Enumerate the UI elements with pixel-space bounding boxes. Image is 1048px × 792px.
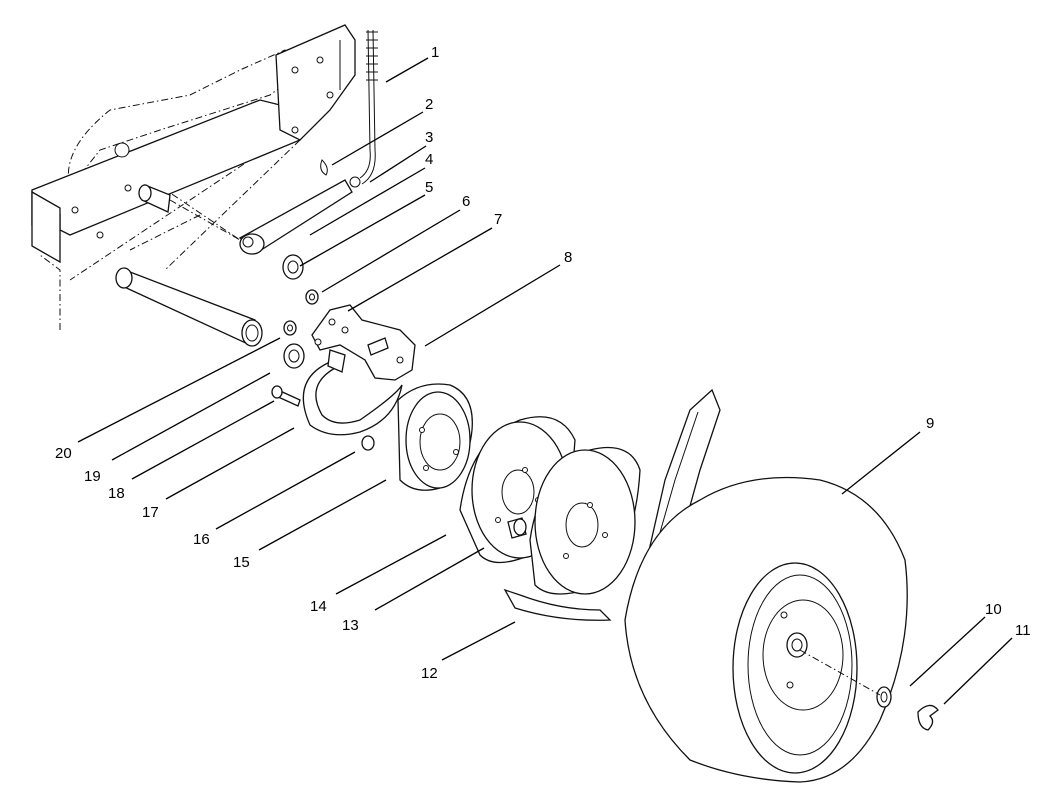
leader-16 bbox=[215, 451, 356, 530]
brake-bracket bbox=[311, 304, 416, 381]
leader-20 bbox=[77, 337, 281, 443]
leader-12 bbox=[441, 621, 516, 661]
callout-14: 14 bbox=[310, 598, 327, 615]
cotter-pin bbox=[320, 159, 328, 176]
leader-18 bbox=[131, 400, 275, 480]
leader-8 bbox=[424, 264, 561, 347]
pivot-bushing bbox=[138, 184, 241, 241]
small-fasteners bbox=[283, 289, 375, 451]
callout-11: 11 bbox=[1015, 622, 1031, 639]
callout-2: 2 bbox=[425, 96, 433, 113]
callout-17: 17 bbox=[142, 504, 159, 521]
callout-3: 3 bbox=[425, 129, 433, 146]
frame-phantom bbox=[31, 24, 356, 330]
callout-20: 20 bbox=[55, 445, 72, 462]
tire bbox=[624, 476, 908, 783]
callout-10: 10 bbox=[985, 601, 1002, 618]
leader-11 bbox=[943, 637, 1013, 705]
callout-labels: 1 2 3 4 5 6 7 8 9 10 11 12 13 14 15 16 1… bbox=[55, 44, 1031, 682]
callout-18: 18 bbox=[108, 485, 125, 502]
leader-1 bbox=[385, 57, 429, 83]
leader-13 bbox=[374, 547, 485, 611]
callout-1: 1 bbox=[431, 44, 439, 61]
brake-arm bbox=[238, 176, 361, 255]
leader-17 bbox=[165, 427, 295, 500]
wheel-rim-half bbox=[529, 446, 641, 595]
leader-4 bbox=[309, 167, 426, 236]
callout-13: 13 bbox=[342, 617, 359, 634]
spacer bbox=[507, 517, 527, 539]
callout-15: 15 bbox=[233, 554, 250, 571]
leader-5 bbox=[299, 194, 426, 267]
callout-6: 6 bbox=[462, 193, 470, 210]
leader-14 bbox=[335, 534, 447, 595]
callout-7: 7 bbox=[494, 211, 502, 228]
callout-4: 4 bbox=[425, 151, 433, 168]
leader-15 bbox=[258, 479, 387, 551]
leader-19 bbox=[111, 372, 271, 461]
washer bbox=[283, 343, 305, 369]
callout-9: 9 bbox=[926, 415, 934, 432]
leader-2 bbox=[331, 111, 424, 166]
leader-9 bbox=[841, 431, 921, 495]
retaining-clip bbox=[917, 704, 939, 731]
leader-6 bbox=[321, 209, 461, 293]
leader-lines bbox=[77, 57, 1013, 705]
callout-19: 19 bbox=[84, 468, 101, 485]
callout-12: 12 bbox=[421, 665, 438, 682]
brake-rod bbox=[359, 29, 378, 185]
hub-washer bbox=[876, 686, 892, 708]
brake-band bbox=[302, 349, 403, 436]
leader-3 bbox=[369, 145, 427, 183]
callout-5: 5 bbox=[425, 179, 433, 196]
bolt bbox=[271, 385, 301, 407]
leader-10 bbox=[909, 616, 986, 687]
brake-drum bbox=[397, 383, 473, 491]
callout-8: 8 bbox=[564, 249, 572, 266]
callout-16: 16 bbox=[193, 531, 210, 548]
axle-tube bbox=[115, 267, 263, 347]
leader-7 bbox=[347, 227, 493, 312]
bearing bbox=[282, 254, 304, 280]
